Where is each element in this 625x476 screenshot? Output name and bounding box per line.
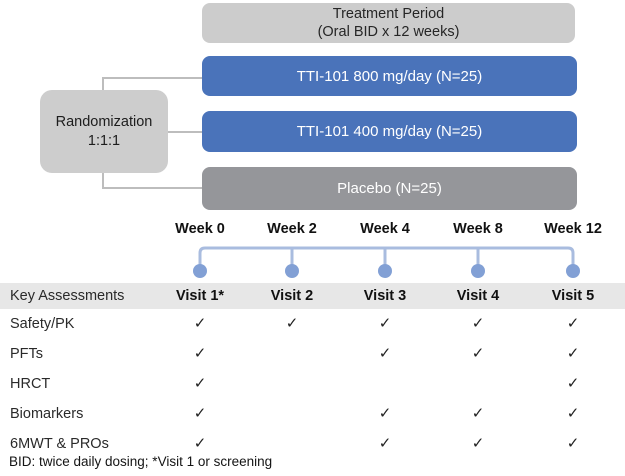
visit-label-1: Visit 1*: [175, 288, 225, 304]
connector-line: [102, 187, 203, 189]
assessment-row-biomarkers: Biomarkers ✓ ✓ ✓ ✓: [0, 399, 625, 429]
check-icon: ✓: [566, 405, 580, 422]
visit-label-3: Visit 3: [363, 288, 407, 304]
check-icon: ✓: [285, 315, 299, 332]
check-icon: ✓: [378, 405, 392, 422]
key-assessments-band: [0, 283, 625, 309]
check-icon: ✓: [193, 315, 207, 332]
key-assessments-label: Key Assessments: [10, 288, 125, 304]
arm-label: TTI-101 400 mg/day (N=25): [296, 123, 483, 140]
check-icon: ✓: [378, 345, 392, 362]
check-icon: ✓: [193, 375, 207, 392]
row-label: Biomarkers: [10, 406, 84, 422]
check-icon: ✓: [566, 375, 580, 392]
arm-box-placebo: Placebo (N=25): [202, 167, 577, 210]
visit-label-2: Visit 2: [270, 288, 314, 304]
timeline-dot: [193, 264, 207, 278]
timeline-bracket-line: [198, 246, 575, 266]
treatment-period-line1: Treatment Period: [332, 6, 445, 22]
arm-label: Placebo (N=25): [337, 180, 442, 197]
connector-line: [168, 131, 203, 133]
week-label-3: Week 8: [453, 221, 503, 237]
check-icon: ✓: [471, 315, 485, 332]
row-label: HRCT: [10, 376, 51, 392]
assessment-row-safety-pk: Safety/PK ✓ ✓ ✓ ✓ ✓: [0, 309, 625, 339]
check-icon: ✓: [566, 345, 580, 362]
timeline-dot: [285, 264, 299, 278]
treatment-period-box: Treatment Period (Oral BID x 12 weeks): [202, 3, 575, 43]
footnote: BID: twice daily dosing; *Visit 1 or scr…: [9, 454, 273, 469]
week-label-4: Week 12: [544, 221, 602, 237]
randomization-line1: Randomization: [55, 113, 153, 130]
connector-line: [102, 77, 203, 79]
check-icon: ✓: [566, 315, 580, 332]
row-label: PFTs: [10, 346, 44, 362]
row-label: Safety/PK: [10, 316, 75, 332]
week-label-2: Week 4: [360, 221, 410, 237]
assessment-row-pfts: PFTs ✓ ✓ ✓ ✓: [0, 339, 625, 369]
arm-box-tti101-400: TTI-101 400 mg/day (N=25): [202, 111, 577, 152]
randomization-box: Randomization 1:1:1: [40, 90, 168, 173]
week-label-0: Week 0: [175, 221, 225, 237]
arm-label: TTI-101 800 mg/day (N=25): [296, 67, 483, 85]
check-icon: ✓: [471, 345, 485, 362]
assessment-row-hrct: HRCT ✓ ✓: [0, 369, 625, 399]
connector-line: [102, 77, 104, 91]
check-icon: ✓: [193, 435, 207, 452]
visit-label-4: Visit 4: [456, 288, 500, 304]
check-icon: ✓: [193, 405, 207, 422]
check-icon: ✓: [566, 435, 580, 452]
week-label-1: Week 2: [267, 221, 317, 237]
check-icon: ✓: [193, 345, 207, 362]
check-icon: ✓: [471, 435, 485, 452]
connector-line: [102, 173, 104, 189]
arm-box-tti101-800: TTI-101 800 mg/day (N=25): [202, 56, 577, 96]
visit-label-5: Visit 5: [551, 288, 595, 304]
treatment-period-line2: (Oral BID x 12 weeks): [317, 24, 460, 40]
row-label: 6MWT & PROs: [10, 436, 109, 452]
check-icon: ✓: [378, 315, 392, 332]
assessment-row-6mwt-pros: 6MWT & PROs ✓ ✓ ✓ ✓: [0, 429, 625, 459]
check-icon: ✓: [471, 405, 485, 422]
timeline-dot: [378, 264, 392, 278]
check-icon: ✓: [378, 435, 392, 452]
timeline-dot: [471, 264, 485, 278]
timeline-dot: [566, 264, 580, 278]
randomization-line2: 1:1:1: [87, 132, 121, 149]
